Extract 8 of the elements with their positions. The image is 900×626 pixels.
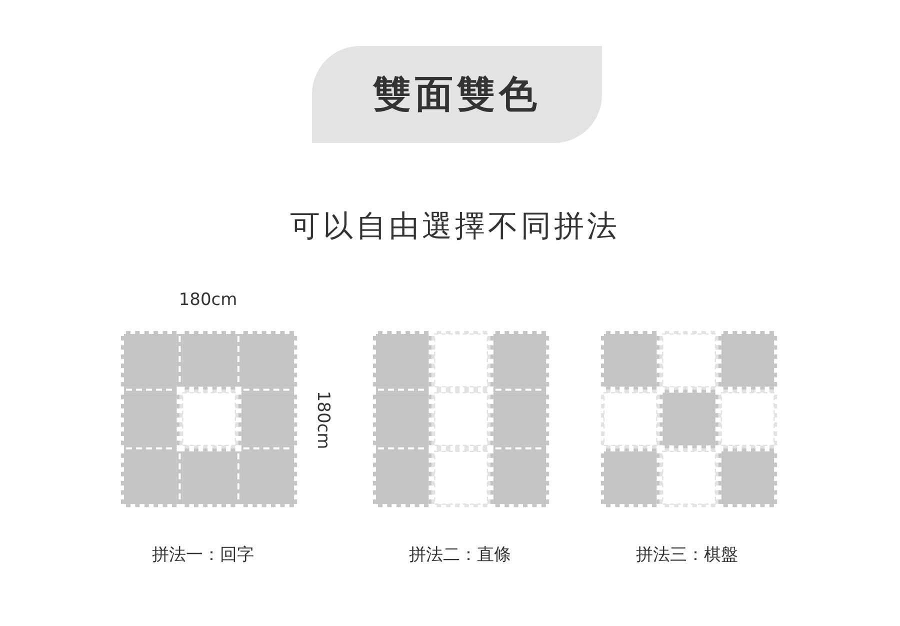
title: 雙面雙色 [373, 71, 541, 118]
dimension-label: 180cm [178, 290, 238, 310]
caption: 拼法一：回字 [152, 544, 254, 566]
dimension-label: 180cm [312, 390, 334, 450]
caption: 拼法三：棋盤 [636, 544, 738, 566]
caption: 拼法二：直條 [409, 544, 511, 566]
title-banner [312, 46, 602, 143]
subtitle: 可以自由選擇不同拼法 [290, 209, 620, 245]
